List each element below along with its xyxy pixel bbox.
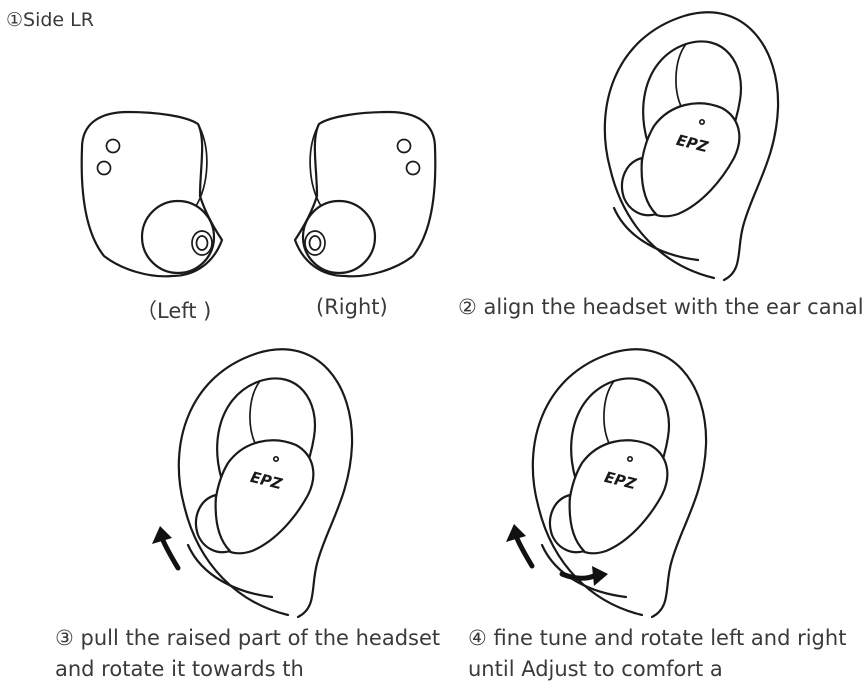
left-earbud-label: （Left ) xyxy=(136,299,212,323)
left-earbud-illustration xyxy=(80,110,224,278)
step-4-caption-line-2: until Adjust to comfort a xyxy=(468,657,723,681)
step-3-ear-illustration xyxy=(177,348,354,619)
rotate-arrow-icon xyxy=(559,566,608,586)
right-earbud-illustration xyxy=(293,110,437,278)
rotate-arrow-icon xyxy=(152,526,181,571)
step-4-ear-illustration xyxy=(531,348,708,619)
step-4-caption-line-1: ④ fine tune and rotate left and right xyxy=(468,626,847,650)
rotate-arrow-icon xyxy=(506,524,535,569)
installation-illustrations: EPZ xyxy=(80,11,780,619)
step-3-caption-line-1: ③ pull the raised part of the headset xyxy=(55,626,441,650)
step-3-caption-line-2: and rotate it towards th xyxy=(55,657,304,681)
step-2-caption: ② align the headset with the ear canal xyxy=(458,295,864,319)
section-title: ①Side LR xyxy=(6,9,94,31)
right-earbud-label: (Right) xyxy=(316,295,388,319)
step-2-ear-illustration xyxy=(603,11,780,282)
